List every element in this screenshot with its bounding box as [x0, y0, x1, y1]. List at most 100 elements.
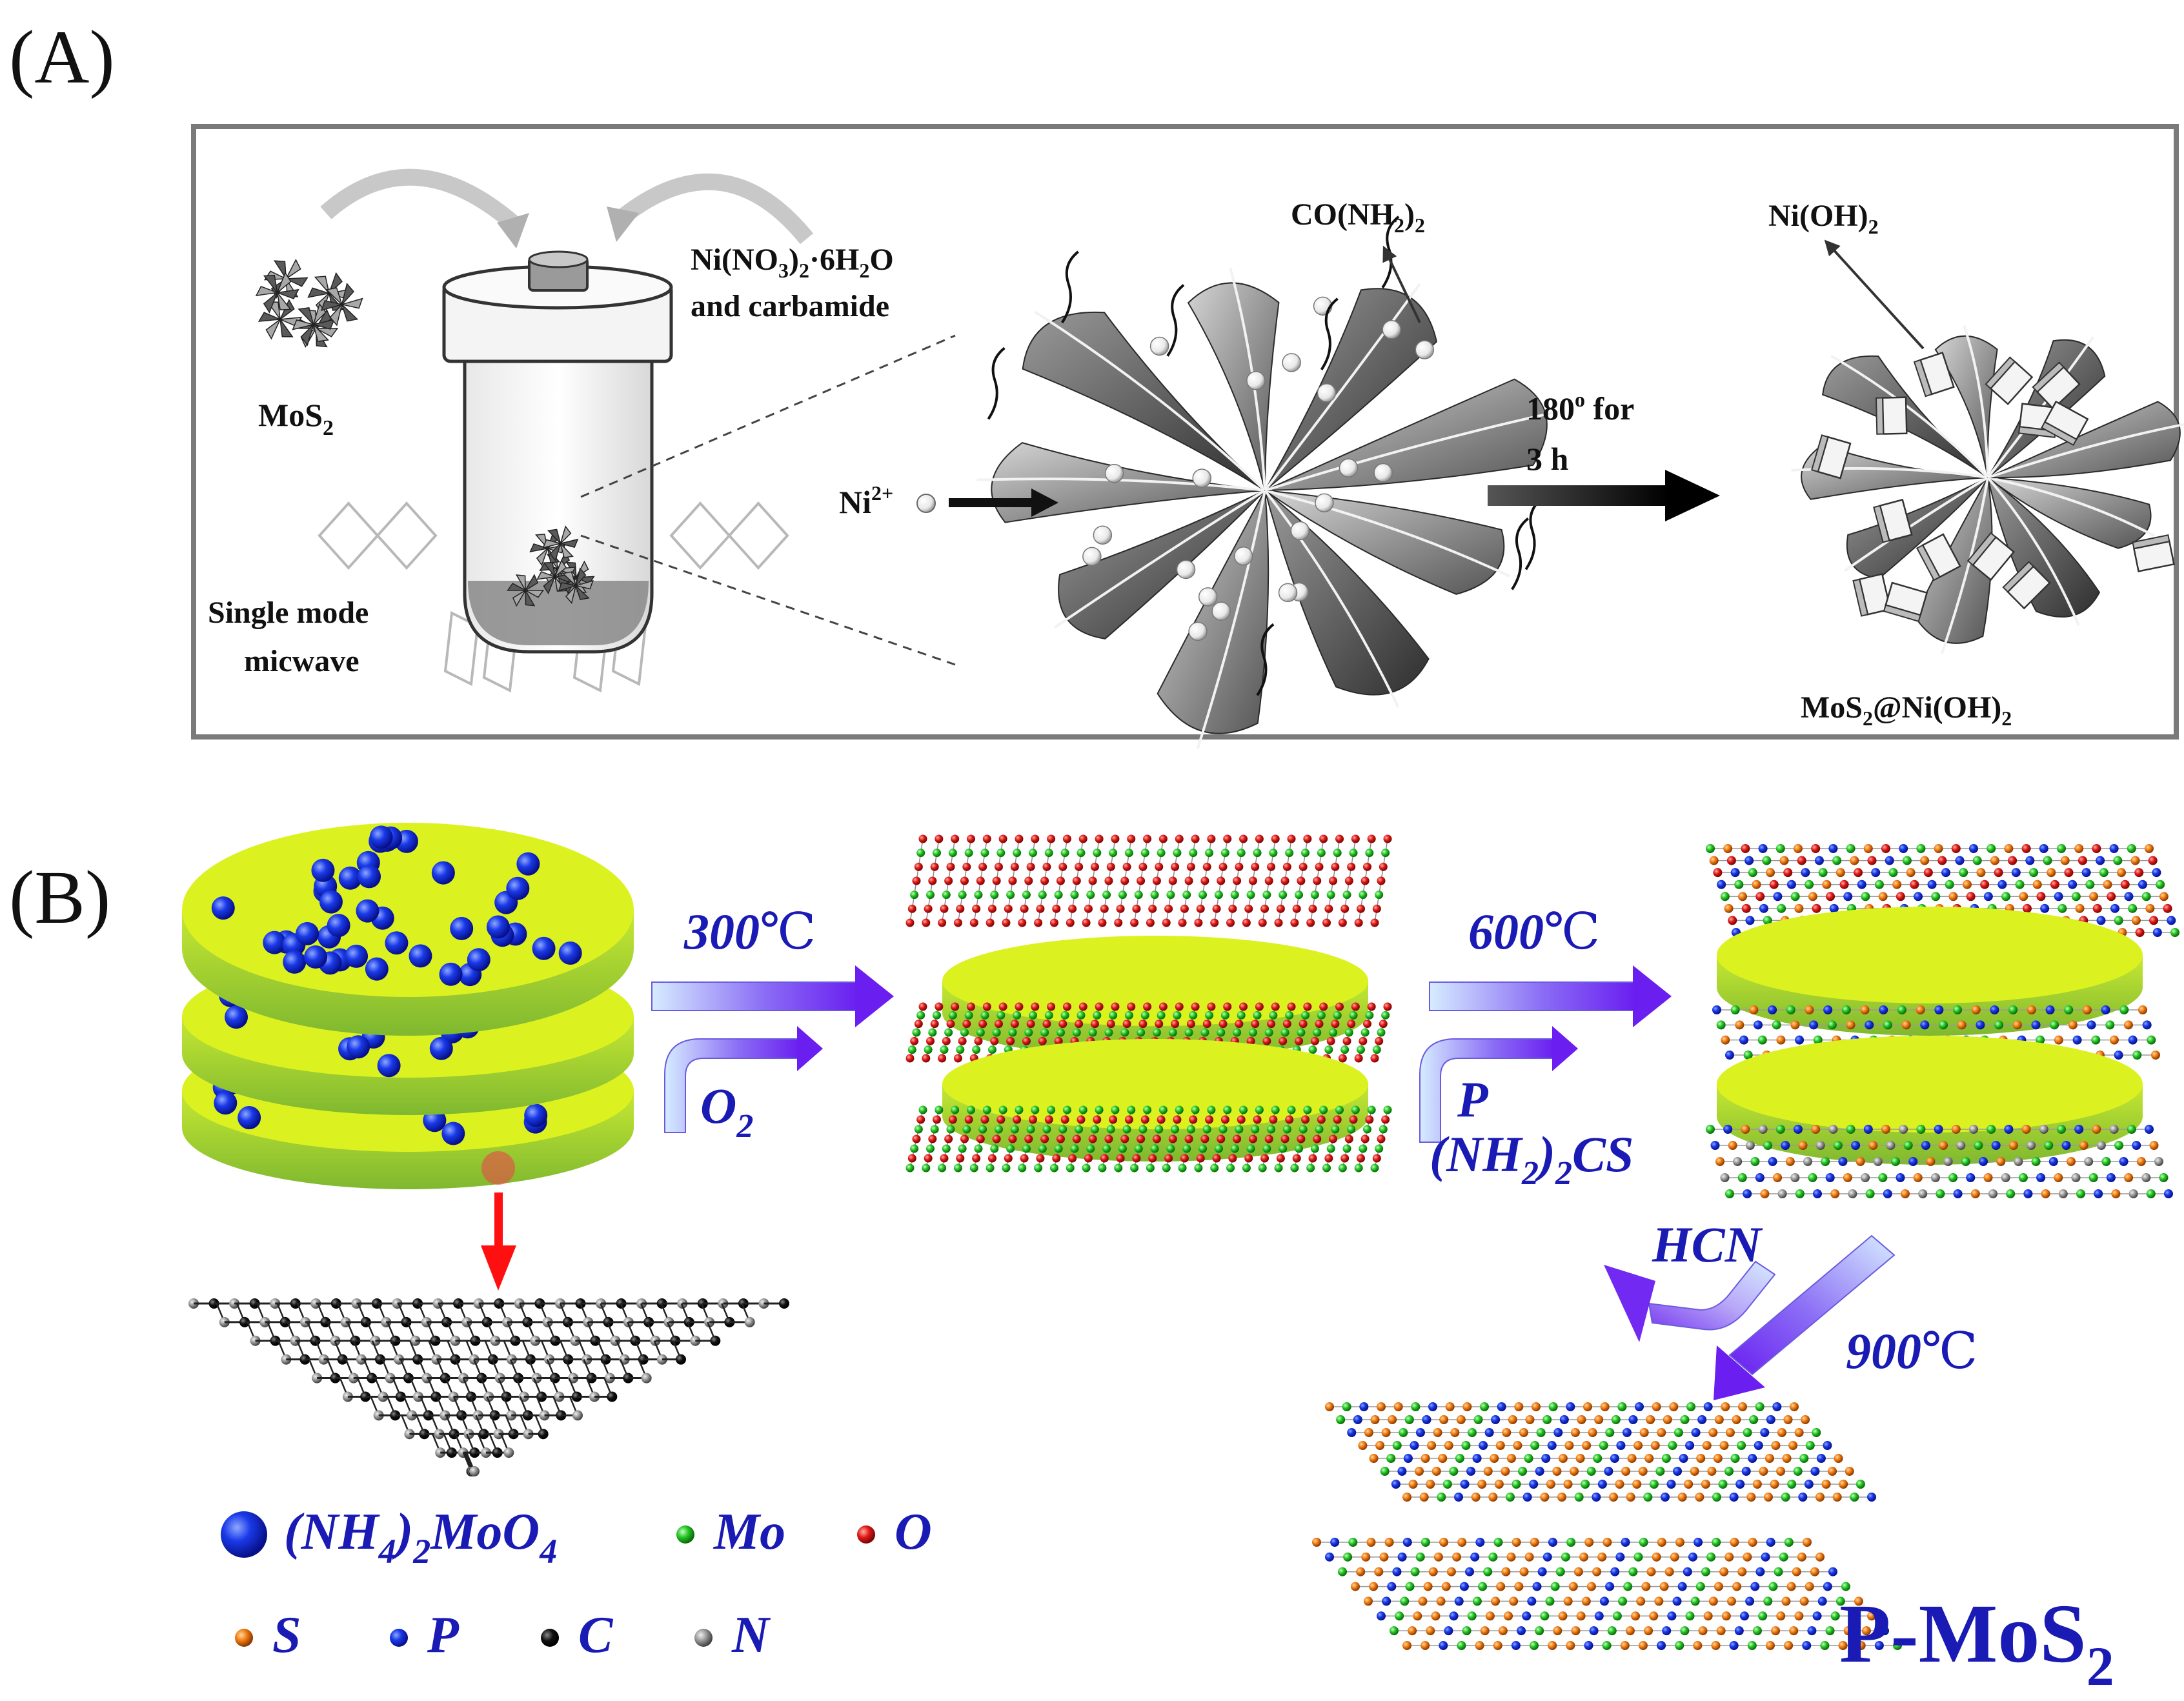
- lattice-atom: [1821, 1480, 1831, 1489]
- lattice-atom: [1620, 1641, 1630, 1650]
- lattice-atom: [1015, 1002, 1024, 1011]
- lattice-atom: [1264, 1028, 1273, 1037]
- lattice-atom: [1812, 1428, 1821, 1437]
- petal-edge-highlight: [1963, 325, 1989, 478]
- disc-top: [1717, 1036, 2143, 1132]
- lattice-atom: [1701, 1480, 1710, 1489]
- precursor-disc-stack: [182, 823, 634, 1189]
- lattice-atom: [935, 834, 944, 843]
- lattice-atom: [1724, 903, 1734, 913]
- lattice-atom: [2064, 868, 2074, 878]
- lattice-atom: [1697, 1415, 1707, 1424]
- lattice-atom: [1313, 1134, 1322, 1143]
- lattice-atom: [1814, 856, 1824, 865]
- legend-entry: N: [694, 1607, 771, 1664]
- lattice-atom: [1512, 1538, 1521, 1547]
- lattice-atom: [1813, 1035, 1823, 1045]
- lattice-atom: [1823, 1005, 1833, 1014]
- lattice-atom: [1559, 1415, 1569, 1424]
- lattice-atom: [1693, 1641, 1703, 1650]
- lattice-atom: [1056, 1134, 1065, 1143]
- lattice-atom: [1423, 1582, 1433, 1591]
- lattice-atom: [1255, 1105, 1264, 1114]
- lattice-atom: [1821, 1157, 1830, 1166]
- lattice-atom: [1739, 1035, 1749, 1045]
- lattice-atom: [1666, 1480, 1676, 1489]
- lattice-atom: [1118, 1144, 1127, 1153]
- lattice-atom: [2145, 903, 2155, 913]
- lattice-atom: [1584, 1538, 1594, 1547]
- lattice-atom: [1359, 1144, 1368, 1153]
- lattice-atom: [1347, 1020, 1356, 1029]
- legend-entry: O: [857, 1504, 932, 1560]
- lattice-atom: [1815, 1552, 1825, 1562]
- lattice-atom: [1816, 1454, 1826, 1463]
- lattice-atom: [1421, 1538, 1430, 1547]
- lattice-atom: [1994, 868, 2003, 878]
- lattice-atom: [1491, 1415, 1501, 1424]
- lattice-atom: [1299, 1020, 1308, 1029]
- lattice-atom: [1022, 891, 1031, 900]
- lattice-atom: [1621, 1467, 1631, 1476]
- lattice-atom: [1680, 1415, 1690, 1424]
- lattice-atom: [912, 1028, 921, 1037]
- lattice-atom: [1235, 1020, 1244, 1029]
- lattice-atom: [1230, 891, 1239, 900]
- lattice-atom: [1137, 1134, 1146, 1143]
- lattice-atom: [1002, 918, 1011, 927]
- lattice-atom: [1372, 904, 1381, 913]
- lattice-atom: [1310, 1036, 1319, 1045]
- lattice-atom: [1776, 1035, 1786, 1045]
- lattice-atom: [1522, 1493, 1532, 1502]
- lattice-atom: [1377, 876, 1386, 885]
- lattice-atom: [1336, 1415, 1346, 1424]
- lattice-atom: [1022, 1144, 1031, 1153]
- lattice-atom: [1748, 868, 1757, 878]
- lattice-atom: [2021, 1125, 2031, 1134]
- lattice-atom: [1646, 1415, 1655, 1424]
- lattice-atom: [1535, 1626, 1544, 1636]
- legend-swatch-icon: [541, 1629, 559, 1647]
- lattice-atom: [2008, 1141, 2018, 1150]
- lattice-atom: [1303, 1002, 1312, 1011]
- lattice-atom: [1593, 1454, 1603, 1463]
- lattice-atom: [1755, 1567, 1765, 1576]
- lattice-atom: [1855, 1157, 1865, 1166]
- lattice-atom: [1988, 1189, 1997, 1198]
- lattice-atom: [1846, 844, 1855, 853]
- lattice-atom: [1075, 1020, 1084, 1029]
- legend-swatch-icon: [235, 1629, 253, 1647]
- ni-ion-ball: [1198, 587, 1218, 607]
- lattice-atom: [1015, 1105, 1024, 1114]
- lattice-atom: [1881, 1125, 1890, 1134]
- lattice-atom: [1708, 1596, 1718, 1606]
- lattice-atom: [1914, 892, 1923, 901]
- urea-chain: [1060, 250, 1079, 324]
- lattice-atom: [1599, 1441, 1608, 1450]
- lattice-atom: [2092, 1125, 2101, 1134]
- lattice-atom: [956, 904, 965, 913]
- lattice-atom: [2110, 903, 2119, 913]
- lattice-atom: [1344, 1134, 1353, 1143]
- lattice-atom: [1725, 1189, 1734, 1198]
- lattice-atom: [1223, 1105, 1232, 1114]
- lattice-atom: [1906, 868, 1916, 878]
- lattice-atom: [1093, 1011, 1102, 1020]
- lattice-atom: [1916, 844, 1926, 853]
- lattice-atom: [1102, 891, 1111, 900]
- legend-swatch-icon: [676, 1525, 694, 1544]
- lattice-atom: [1024, 1134, 1033, 1143]
- lattice-atom: [1239, 1105, 1248, 1114]
- lattice-atom: [1571, 1626, 1581, 1636]
- lattice-atom: [1381, 1428, 1391, 1437]
- lattice-atom: [1124, 1011, 1133, 1020]
- lattice-atom: [1592, 1493, 1601, 1502]
- lattice-atom: [1258, 1163, 1267, 1173]
- lattice-atom: [1239, 1002, 1248, 1011]
- lattice-atom: [1120, 1028, 1129, 1037]
- lattice-atom: [1088, 1028, 1097, 1037]
- lattice-atom: [1202, 1125, 1211, 1134]
- lattice-atom: [1415, 1428, 1425, 1437]
- lattice-atom: [1794, 1428, 1804, 1437]
- lattice-atom: [1370, 1415, 1380, 1424]
